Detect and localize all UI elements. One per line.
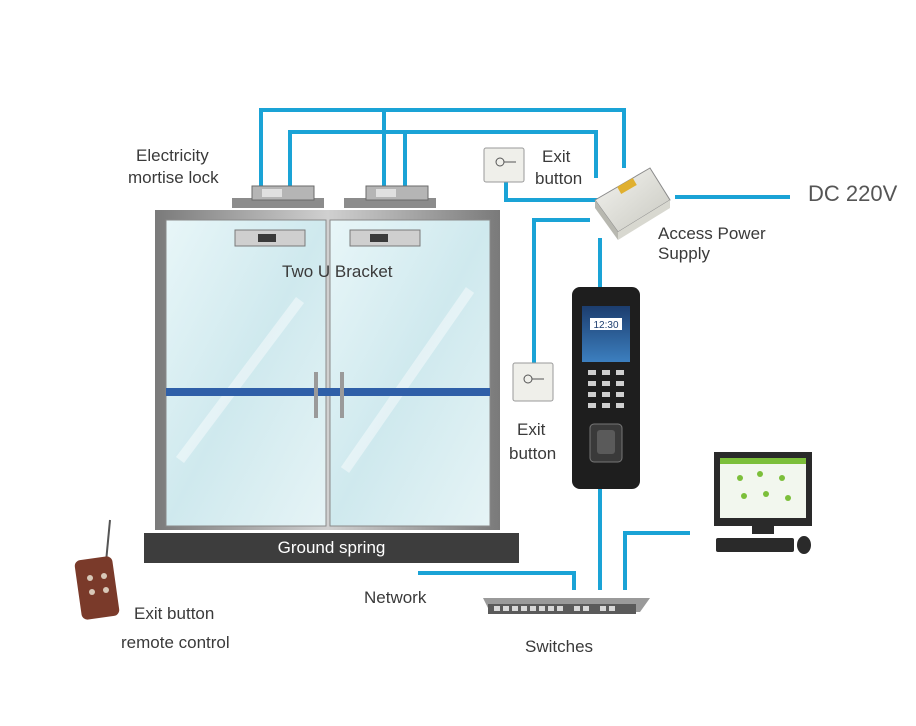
exit-button-top-label-line2: button: [535, 169, 583, 188]
remote-control-label-line1: Exit button: [134, 604, 215, 623]
electricity-lock-label-line2: mortise lock: [128, 168, 219, 187]
network-label: Network: [364, 588, 427, 607]
remote-control-label: Exit button remote control: [121, 599, 230, 657]
access-power-label-line1: Access Power: [658, 224, 766, 243]
exit-button-mid-label-line1: Exit: [517, 420, 546, 439]
exit-button-icon: [483, 147, 525, 183]
electricity-lock-label-line1: Electricity: [136, 146, 209, 165]
wire-exit-mid-to-psu: [532, 218, 590, 380]
glass-door: [155, 210, 500, 530]
access-power-label-line2: Supply: [658, 244, 710, 263]
exit-button-icon: [512, 362, 554, 402]
exit-button-mid-label: Exit button: [509, 418, 556, 466]
ground-spring: Ground spring: [144, 533, 519, 563]
switches-label: Switches: [525, 637, 594, 656]
computer-monitor-icon: [714, 452, 812, 554]
exit-button-top-label: Exit button: [535, 146, 582, 190]
ground-spring-label: Ground spring: [277, 538, 386, 557]
wire-lock-left-to-psu: [259, 108, 626, 190]
power-supply-icon: [594, 167, 671, 240]
door-push-bar: [166, 388, 490, 396]
two-u-bracket-label: Two U Bracket: [282, 262, 393, 281]
mortise-lock-icon: [344, 185, 436, 208]
u-bracket-icon: [349, 229, 421, 247]
exit-button-mid-label-line2: button: [509, 444, 557, 463]
network-switch-icon: [483, 598, 650, 614]
remote-control-label-line2: remote control: [121, 633, 230, 652]
wire-lock-left-inner: [288, 130, 598, 190]
remote-control-icon: [74, 519, 120, 620]
access-power-label: Access Power Supply: [658, 224, 766, 264]
fingerprint-terminal-icon: 12:30: [572, 287, 640, 489]
clock-display: 12:30: [593, 320, 618, 331]
u-bracket-icon: [234, 229, 306, 247]
wire-exit-top-to-psu: [504, 180, 600, 202]
door-handle-right: [340, 372, 344, 418]
exit-button-top-label-line1: Exit: [542, 147, 571, 166]
wire-network-to-switch: [418, 571, 576, 590]
electricity-lock-label: Electricity mortise lock: [128, 145, 219, 189]
door-handle-left: [314, 372, 318, 418]
dc-power-label: DC 220V: [808, 181, 898, 206]
wiring: [259, 108, 790, 590]
mortise-lock-icon: [232, 185, 324, 208]
wire-switch-to-pc: [623, 531, 690, 590]
